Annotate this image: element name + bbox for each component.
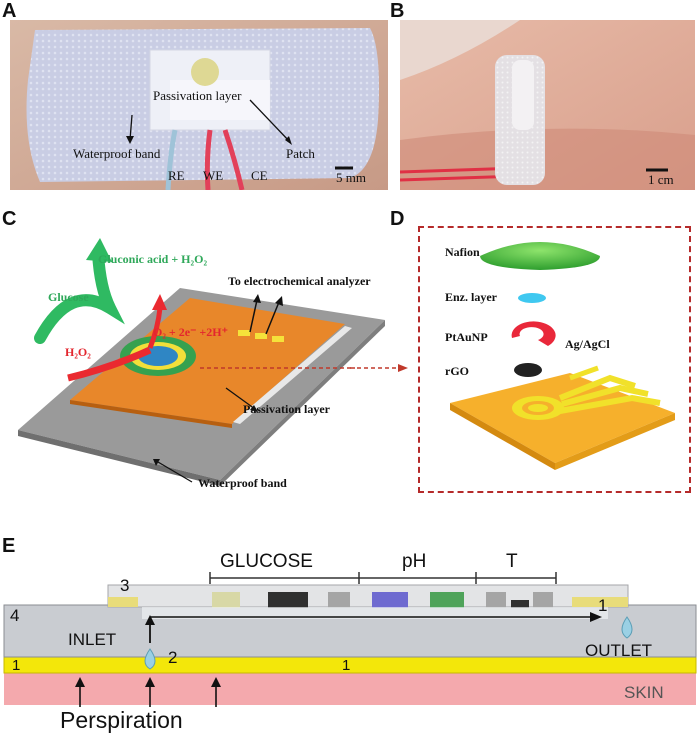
label-h2o2: H₂O₂ bbox=[65, 345, 91, 359]
label-ce: CE bbox=[251, 168, 268, 183]
panel-label-a: A bbox=[2, 0, 17, 22]
label-electrochemical-analyzer: To electrochemical analyzer bbox=[228, 274, 371, 288]
t-sensor-block-2 bbox=[511, 600, 529, 608]
label-layer-1-right: 1 bbox=[598, 596, 608, 615]
passivation-shape bbox=[170, 80, 270, 120]
substrate-shape bbox=[450, 373, 675, 463]
panel-d-dashed-box bbox=[418, 226, 691, 493]
panel-c-schematic bbox=[18, 238, 385, 486]
inlet-droplet bbox=[144, 648, 156, 670]
label-nafion: Nafion bbox=[445, 245, 480, 259]
photo-sensor-patch bbox=[10, 20, 388, 190]
label-t: T bbox=[506, 551, 518, 572]
label-waterproof-band-c: Waterproof band bbox=[198, 476, 287, 490]
panel-label-b: B bbox=[390, 0, 405, 22]
waterproof-arrow bbox=[129, 114, 133, 141]
glucose-arrow bbox=[34, 247, 125, 344]
ce-wire bbox=[222, 129, 245, 190]
label-reaction: O₂ + 2e⁻ +2H⁺ bbox=[153, 325, 228, 339]
t-sensor-block-1 bbox=[486, 592, 506, 608]
panel-label-d: D bbox=[390, 208, 405, 230]
t-sensor-block-3 bbox=[533, 592, 553, 608]
label-layer-3: 3 bbox=[120, 576, 130, 595]
label-scale-b: 1 cm bbox=[648, 172, 674, 187]
re-wire bbox=[165, 129, 178, 190]
glucose-sensor-block-3 bbox=[328, 592, 350, 608]
label-skin: SKIN bbox=[624, 683, 664, 702]
label-ptaunp: PtAuNP bbox=[445, 330, 488, 344]
label-waterproof-band-a: Waterproof band bbox=[73, 146, 161, 161]
label-glucose-e: GLUCOSE bbox=[220, 551, 313, 572]
dashed-connector-arrow bbox=[350, 364, 408, 372]
label-passivation-layer-c: Passivation layer bbox=[243, 402, 330, 416]
skin-layer bbox=[4, 673, 696, 705]
photo-b-illustration bbox=[400, 20, 695, 190]
panel-label-c: C bbox=[2, 208, 17, 230]
label-perspiration: Perspiration bbox=[60, 707, 183, 733]
label-passivation-layer-a: Passivation layer bbox=[153, 88, 242, 103]
ptaunp-shape bbox=[511, 321, 556, 346]
panel-e-cross-section bbox=[3, 572, 697, 707]
we-wire bbox=[204, 129, 213, 190]
panel-d-exploded-view bbox=[450, 242, 675, 470]
glucose-sensor-block-2 bbox=[268, 592, 308, 608]
label-outlet: OUTLET bbox=[585, 641, 653, 660]
label-rgo: rGO bbox=[445, 364, 469, 378]
label-layer-2: 2 bbox=[168, 648, 178, 667]
label-ag-agcl: Ag/AgCl bbox=[565, 337, 610, 351]
label-layer-4: 4 bbox=[10, 606, 20, 625]
panel-label-e: E bbox=[2, 535, 16, 557]
patch-orange-plate bbox=[70, 298, 345, 424]
label-glucose-c: Glucose bbox=[48, 290, 89, 304]
label-inlet: INLET bbox=[68, 630, 117, 649]
label-re: RE bbox=[168, 168, 185, 183]
label-gluconic-acid: Gluconic acid + H₂O₂ bbox=[98, 252, 208, 266]
enzyme-layer-shape bbox=[518, 293, 546, 303]
label-enz-layer: Enz. layer bbox=[445, 290, 497, 304]
photo-a-illustration bbox=[10, 20, 388, 190]
label-scale-a: 5 mm bbox=[336, 170, 366, 185]
h2o2-red-arrow bbox=[67, 346, 152, 382]
label-layer-1-left: 1 bbox=[12, 657, 21, 674]
nafion-layer-shape bbox=[480, 242, 600, 270]
outlet-droplet bbox=[621, 616, 633, 639]
rgo-shape bbox=[514, 363, 542, 377]
label-layer-1-middle: 1 bbox=[342, 657, 351, 674]
photo-patch-on-arm bbox=[400, 20, 695, 190]
glucose-sensor-block-1 bbox=[212, 592, 240, 608]
label-we: WE bbox=[203, 168, 224, 183]
ph-sensor-block-1 bbox=[372, 592, 408, 608]
electrode-shape bbox=[191, 58, 219, 86]
ph-sensor-block-2 bbox=[430, 592, 464, 608]
label-patch: Patch bbox=[286, 146, 315, 161]
patch-arrow bbox=[249, 99, 291, 143]
label-ph: pH bbox=[402, 551, 427, 572]
